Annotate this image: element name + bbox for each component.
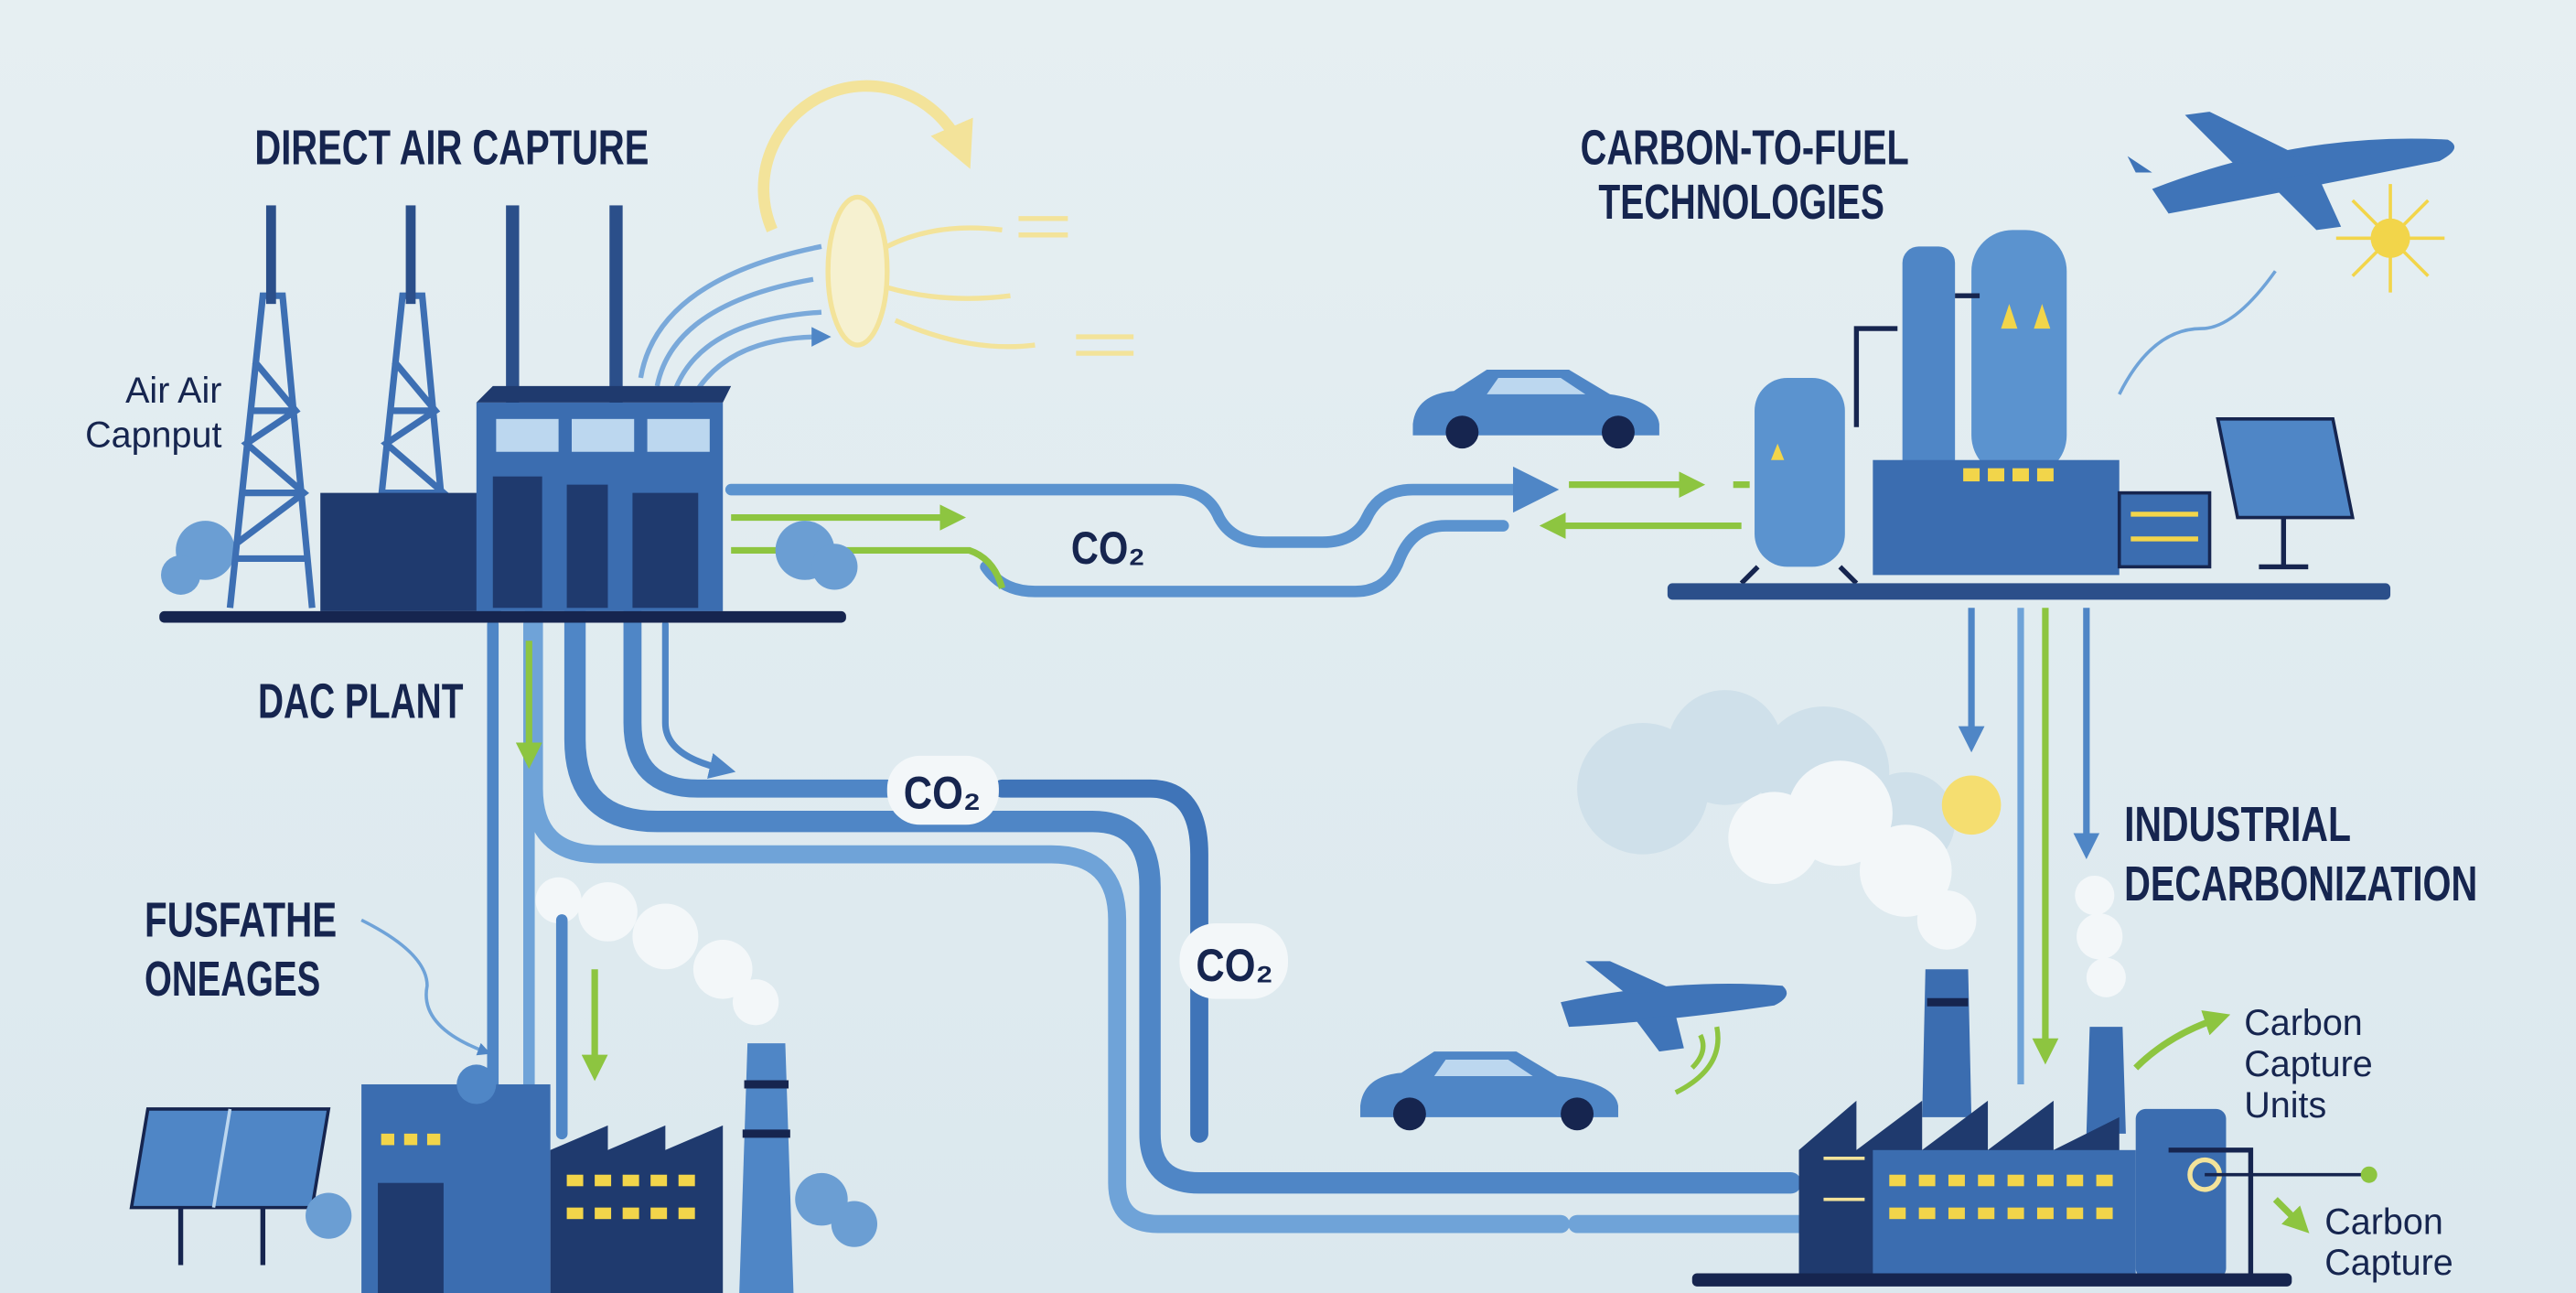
cloud-icon (535, 690, 2126, 1026)
airplane-icon (2127, 112, 2455, 231)
carbon-capture-units-label-line1: Carbon (2244, 1003, 2363, 1043)
carbon-to-fuel-plant-illustration (1667, 230, 2391, 600)
bottom-left-factory-illustration (129, 1043, 878, 1293)
carbon-capture-label-line1: Carbon (2324, 1201, 2443, 1242)
dac-plant-illustration (159, 205, 858, 623)
sun-icon (2335, 184, 2445, 293)
solar-panel-icon (2216, 417, 2355, 570)
co2-flow-label: CO₂ (1196, 939, 1272, 991)
air-input-label-line2: Capnput (85, 415, 221, 455)
co2-flow-label: CO₂ (1071, 522, 1145, 574)
airplane-icon (1561, 961, 1787, 1095)
carbon-to-fuel-title-line2: TECHNOLOGIES (1598, 175, 1884, 230)
dac-plant-label: DAC PLANT (258, 674, 464, 729)
flow-arrows (360, 270, 2310, 1234)
industrial-decarbonization-title-line2: DECARBONIZATION (2124, 857, 2477, 911)
fusfathe-label-line2: ONEAGES (145, 952, 320, 1007)
industrial-decarbonization-title-line1: INDUSTRIAL (2124, 797, 2351, 852)
air-flow-icon (638, 80, 1134, 404)
fusfathe-label-line1: FUSFATHE (145, 892, 337, 947)
car-icon (1412, 369, 1659, 449)
carbon-capture-label-line2: Capture (2324, 1243, 2453, 1283)
carbon-capture-units-label-line3: Units (2244, 1085, 2326, 1126)
carbon-capture-units-label-line2: Capture (2244, 1044, 2373, 1084)
sun-icon (1941, 775, 2002, 835)
solar-panel-icon (129, 1107, 331, 1266)
bottom-right-factory-illustration (1691, 969, 2377, 1287)
co2-flow-label: CO₂ (904, 766, 981, 818)
direct-air-capture-title: DIRECT AIR CAPTURE (254, 121, 649, 176)
carbon-to-fuel-title-line1: CARBON-TO-FUEL (1581, 121, 1909, 176)
co2-label-badge (1179, 923, 1288, 999)
air-input-label-line1: Air Air (125, 371, 221, 411)
co2-label-badge (886, 755, 999, 825)
car-icon (1360, 1051, 1618, 1131)
